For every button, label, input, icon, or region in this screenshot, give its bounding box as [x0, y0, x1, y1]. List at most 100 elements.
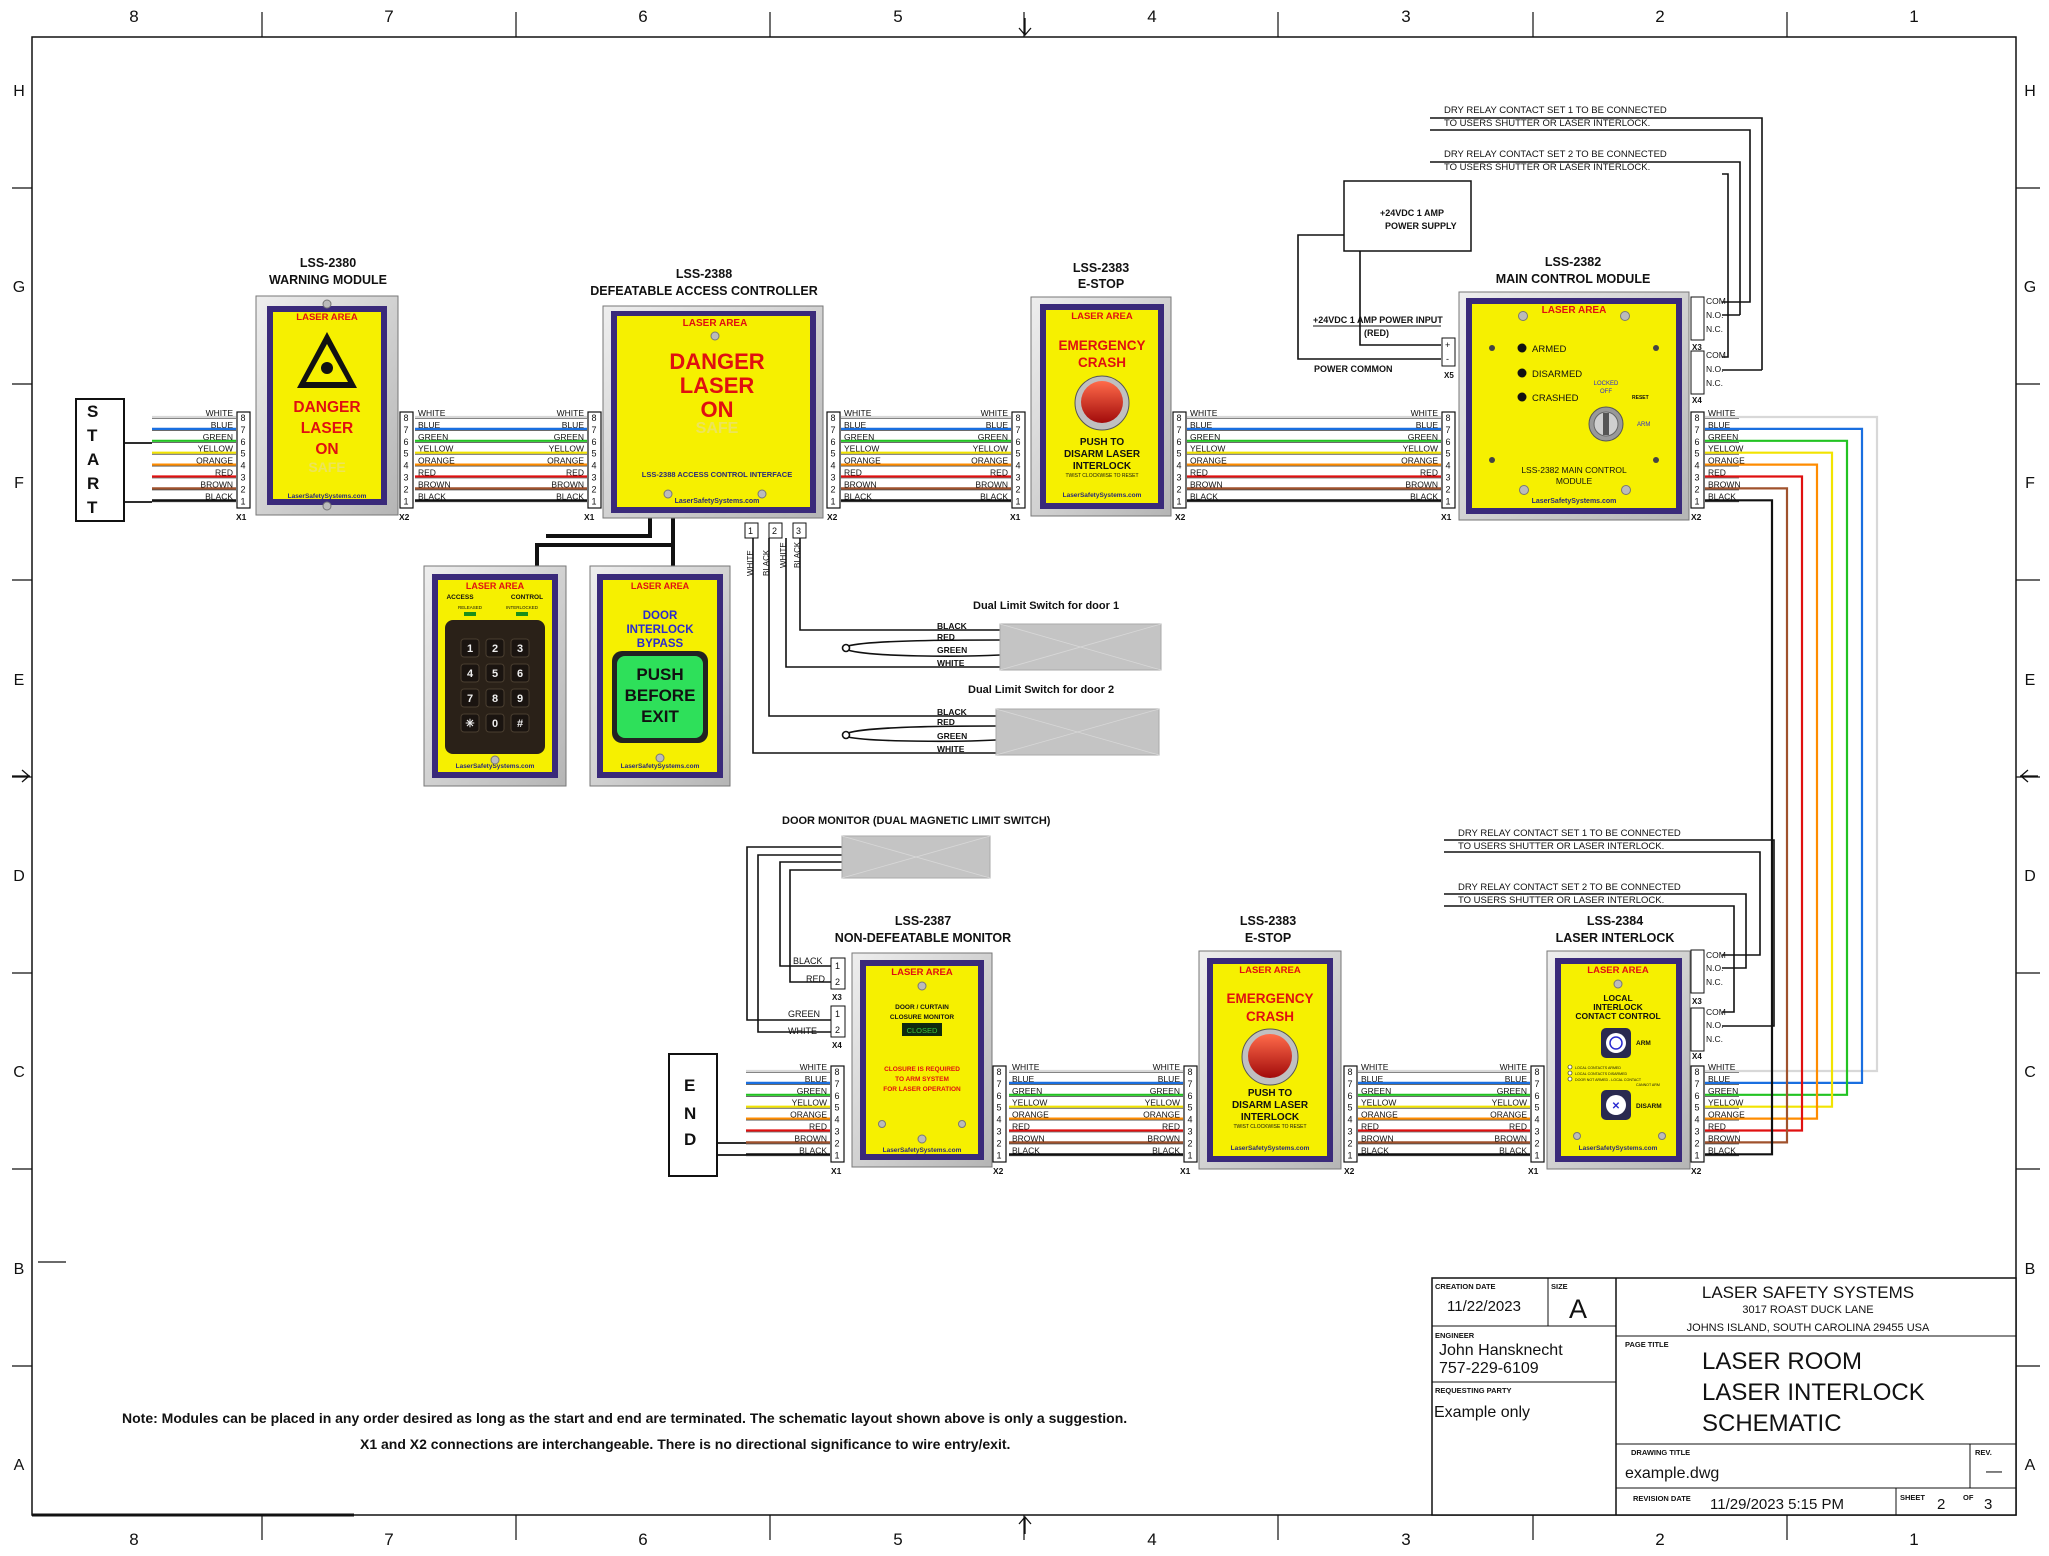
terminal-pin: 8	[831, 413, 836, 423]
return-wire-black	[1739, 499, 1774, 1156]
start-letter: S	[87, 402, 98, 421]
terminal-pin: 3	[1348, 1127, 1353, 1137]
wire-label: BLACK	[844, 491, 872, 501]
wire-label: WHITE	[1361, 1062, 1389, 1072]
wire-label: BROWN	[1405, 479, 1438, 489]
face-title: LASER AREA	[1542, 305, 1607, 316]
wire-label: WHITE	[1500, 1062, 1528, 1072]
interlock-line1: LOCAL	[1603, 993, 1632, 1003]
wire-label: BLACK	[1499, 1145, 1527, 1155]
terminal-pin: 4	[1446, 461, 1451, 471]
interlock-relay2: DRY RELAY CONTACT SET 2 TO BE CONNECTED	[1458, 882, 1681, 893]
center-arrow	[12, 769, 30, 783]
terminal-pin: 8	[241, 413, 246, 423]
terminal-label: X2	[1344, 1166, 1355, 1176]
terminal-pin: 4	[592, 461, 597, 471]
title-block: CREATION DATE 11/22/2023 SIZE A LASER SA…	[1431, 1277, 2017, 1516]
monitor-pin: 1	[835, 961, 840, 971]
tb-creation-date: 11/22/2023	[1447, 1298, 1521, 1315]
wire-label: GREEN	[1012, 1086, 1042, 1096]
door1-label: Dual Limit Switch for door 1	[973, 600, 1119, 612]
row-label: B	[14, 1261, 25, 1278]
terminal-pin: 8	[1016, 413, 1021, 423]
terminal-pin: 6	[1177, 437, 1182, 447]
terminal-pin: 7	[1446, 425, 1451, 435]
tb-of: 3	[1984, 1496, 1992, 1513]
terminal-pin: 4	[835, 1115, 840, 1125]
tb-of-label: OF	[1963, 1493, 1974, 1502]
keypad-key-label: 0	[492, 718, 498, 730]
terminal-pin: 5	[1446, 449, 1451, 459]
main-arm: ARM	[1637, 422, 1650, 428]
terminal-strip	[1183, 1065, 1198, 1163]
warning-line4: SAFE	[308, 459, 345, 475]
row-label: C	[13, 1064, 25, 1081]
power-plus-wire	[1359, 251, 1441, 346]
door1-wire: BLACK	[937, 621, 968, 631]
terminal-label: X2	[993, 1166, 1004, 1176]
wire-label: BROWN	[418, 479, 451, 489]
relay-strip	[1690, 296, 1705, 341]
wire-label: GREEN	[554, 432, 584, 442]
wire-label: ORANGE	[1490, 1110, 1527, 1120]
interlock-code: LSS-2384	[1587, 914, 1643, 928]
door2-wire	[847, 725, 997, 743]
estop-twist: TWIST CLOCKWISE TO RESET	[1065, 473, 1138, 479]
tb-requesting: Example only	[1434, 1404, 1530, 1421]
wire-label: GREEN	[203, 432, 233, 442]
relay2-wire	[1722, 173, 1729, 358]
relay-label: N.O.	[1706, 364, 1723, 374]
terminal-pin: 7	[1188, 1079, 1193, 1089]
terminal-pin: 1	[831, 496, 836, 506]
wire-label: RED	[1420, 468, 1438, 478]
row-label: F	[14, 475, 24, 492]
wire-label: ORANGE	[971, 456, 1008, 466]
wire-label: BLACK	[1708, 1145, 1736, 1155]
bypass-btn3: EXIT	[641, 707, 679, 726]
terminal-pin: 3	[1535, 1127, 1540, 1137]
wire-label: WHITE	[418, 408, 446, 418]
wire-label: YELLOW	[844, 444, 879, 454]
wire-label: WHITE	[1708, 1062, 1736, 1072]
main-disarmed: DISARMED	[1532, 369, 1582, 380]
monitor-name: NON-DEFEATABLE MONITOR	[835, 931, 1011, 945]
estop-line2: CRASH	[1078, 355, 1126, 370]
keypad-cable	[546, 518, 652, 538]
terminal-pin: 3	[997, 1127, 1002, 1137]
column-label: 3	[1401, 7, 1410, 26]
column-label: 6	[638, 7, 647, 26]
terminal-pin: 4	[997, 1115, 1002, 1125]
power-common-label: POWER COMMON	[1314, 364, 1393, 374]
estop-line1: EMERGENCY	[1058, 338, 1145, 353]
door1-wire	[847, 639, 1001, 657]
tb-title1: LASER ROOM	[1702, 1348, 1862, 1375]
monitor-wire	[746, 846, 842, 1021]
terminal-label: X1	[831, 1166, 842, 1176]
power-connector-label: X5	[1444, 371, 1454, 380]
column-label: 2	[1655, 7, 1664, 26]
terminal-pin: 1	[1016, 496, 1021, 506]
terminal-pin: 2	[592, 484, 597, 494]
terminal-strip	[236, 411, 251, 509]
door1-wire	[799, 538, 975, 631]
wire-label: YELLOW	[792, 1098, 827, 1108]
estop-line1: EMERGENCY	[1226, 991, 1313, 1006]
access-terminal-wire: BLACK	[793, 541, 802, 568]
start-letter: A	[87, 450, 99, 469]
access-name: DEFEATABLE ACCESS CONTROLLER	[590, 284, 818, 298]
door2-wire	[768, 538, 996, 717]
terminal-pin: 2	[241, 484, 246, 494]
wire-label: BLUE	[1505, 1074, 1528, 1084]
keypad-key	[460, 713, 480, 733]
relay2-wire	[1430, 161, 1741, 315]
wire-label: RED	[1012, 1122, 1030, 1132]
estop-push2: DISARM LASER	[1232, 1100, 1309, 1111]
terminal-pin: 4	[1177, 461, 1182, 471]
wire-label: YELLOW	[1145, 1098, 1180, 1108]
wire-label: ORANGE	[1012, 1110, 1049, 1120]
wire-label: BLUE	[1158, 1074, 1181, 1084]
wire-label: WHITE	[1190, 408, 1218, 418]
